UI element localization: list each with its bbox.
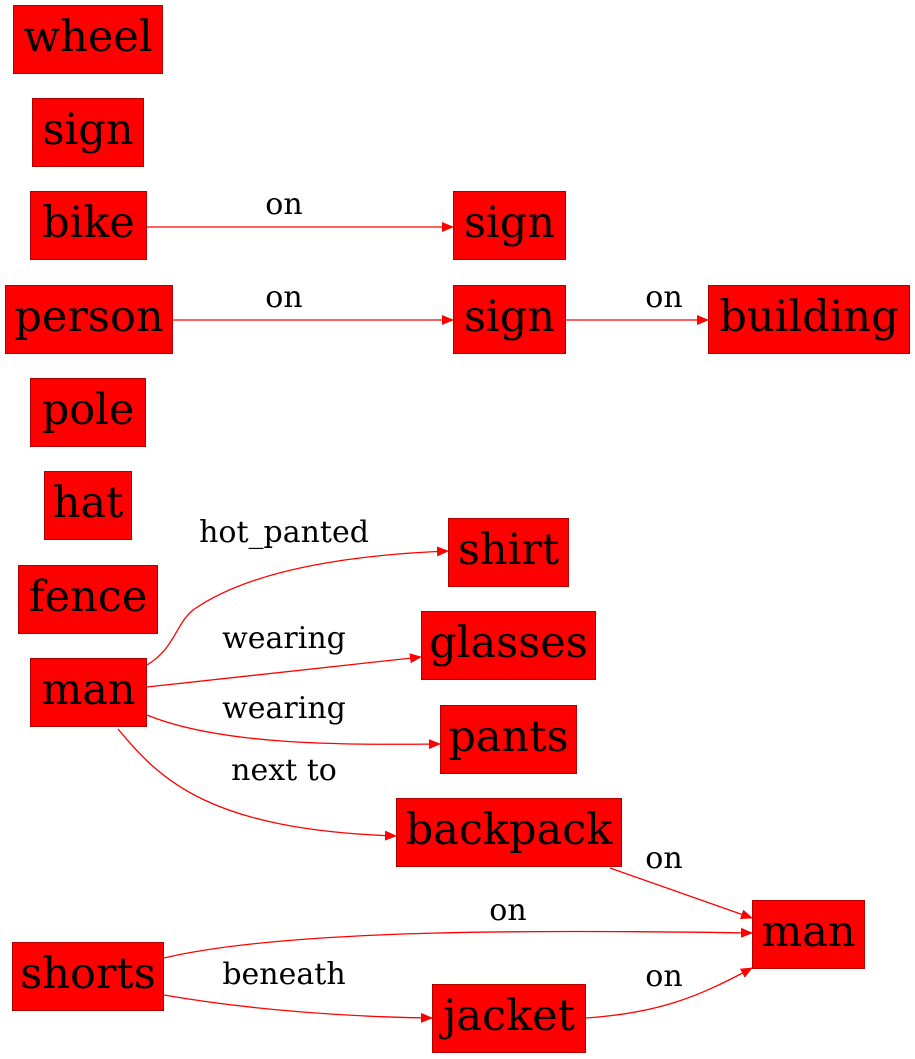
node-jacket[interactable]: jacket xyxy=(432,984,586,1053)
edge-label-man-backpack: next to xyxy=(231,753,337,788)
node-pants[interactable]: pants xyxy=(440,705,577,774)
edge-label-shorts-man: on xyxy=(489,893,526,928)
edge-label-shorts-jacket: beneath xyxy=(222,957,345,992)
edge-label-jacket-man: on xyxy=(645,959,682,994)
edge-man-shirt xyxy=(146,546,449,666)
node-shirt[interactable]: shirt xyxy=(448,518,569,587)
node-hat[interactable]: hat xyxy=(44,471,132,540)
edge-label-sign-building: on xyxy=(645,280,682,315)
node-sign-bike-target[interactable]: sign xyxy=(453,191,566,260)
node-glasses[interactable]: glasses xyxy=(421,611,596,680)
edge-man-pants xyxy=(146,714,441,750)
edge-man-glasses xyxy=(146,653,422,688)
node-wheel[interactable]: wheel xyxy=(13,5,163,74)
node-backpack[interactable]: backpack xyxy=(396,798,622,867)
edge-label-man-pants: wearing xyxy=(222,691,346,726)
node-sign-person-target[interactable]: sign xyxy=(453,285,566,354)
edge-label-bike-sign: on xyxy=(265,187,302,222)
node-man[interactable]: man xyxy=(30,658,147,727)
node-bike[interactable]: bike xyxy=(30,191,147,260)
edge-label-backpack-man: on xyxy=(645,841,682,876)
edge-label-man-glasses: wearing xyxy=(222,621,346,656)
edge-shorts-man xyxy=(163,927,753,959)
node-man-target[interactable]: man xyxy=(752,900,865,969)
node-shorts[interactable]: shorts xyxy=(12,942,164,1011)
edge-jacket-man xyxy=(585,967,753,1019)
edge-label-man-shirt: hot_panted xyxy=(199,515,369,550)
edge-shorts-jacket xyxy=(163,994,433,1023)
edge-label-person-sign: on xyxy=(265,280,302,315)
node-sign[interactable]: sign xyxy=(32,98,144,167)
node-fence[interactable]: fence xyxy=(18,565,158,634)
edge-man-backpack xyxy=(117,728,397,841)
node-pole[interactable]: pole xyxy=(30,378,146,447)
node-person[interactable]: person xyxy=(5,285,173,354)
edge-backpack-man xyxy=(609,867,753,920)
node-building[interactable]: building xyxy=(708,285,910,354)
